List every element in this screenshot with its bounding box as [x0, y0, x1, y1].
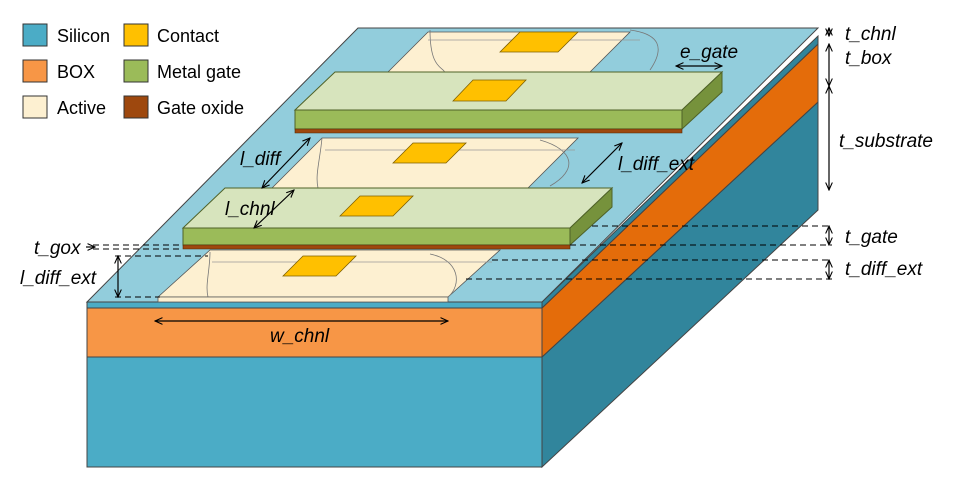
- label-e-gate: e_gate: [680, 42, 738, 63]
- label-l-diff-ext-top: l_diff_ext: [618, 154, 695, 175]
- legend-swatch-box: [22, 59, 48, 83]
- label-t-box: t_box: [845, 48, 893, 69]
- legend-swatch-contact: [123, 23, 149, 47]
- label-t-substrate: t_substrate: [839, 131, 933, 152]
- legend-label-gate-oxide: Gate oxide: [157, 98, 244, 118]
- legend-label-active: Active: [57, 98, 106, 118]
- dimension-lines: [86, 28, 832, 321]
- legend-label-contact: Contact: [157, 26, 219, 46]
- label-l-diff-ext-left: l_diff_ext: [20, 268, 97, 289]
- label-t-gox: t_gox: [34, 238, 82, 259]
- legend-swatch-silicon: [22, 23, 48, 47]
- contact-pad-3: [392, 142, 467, 164]
- label-w-chnl: w_chnl: [270, 326, 330, 347]
- legend-label-metal-gate: Metal gate: [157, 62, 241, 82]
- channel-silicon-side: [541, 34, 819, 310]
- gate-oxide-front: [182, 244, 571, 250]
- legend-swatch-metal-gate: [123, 59, 149, 83]
- metal-gate-back: [293, 70, 724, 134]
- label-l-diff: l_diff: [240, 149, 282, 170]
- legend-label-silicon: Silicon: [57, 26, 110, 46]
- label-t-chnl: t_chnl: [845, 24, 896, 45]
- legend: Silicon BOX Active Contact Metal gate Ga…: [22, 23, 244, 119]
- legend-swatch-active: [22, 95, 48, 119]
- label-t-diff-ext: t_diff_ext: [845, 259, 923, 280]
- legend-label-box: BOX: [57, 62, 95, 82]
- dimension-labels: t_chnl t_box t_substrate e_gate l_diff l…: [20, 24, 933, 347]
- label-t-gate: t_gate: [845, 227, 898, 248]
- silicon-substrate-front: [86, 356, 543, 468]
- contact-pad-1: [499, 31, 579, 53]
- gate-oxide-back: [294, 128, 683, 134]
- channel-silicon-front: [86, 301, 543, 309]
- label-l-chnl: l_chnl: [225, 199, 275, 220]
- legend-swatch-gate-oxide: [123, 95, 149, 119]
- contact-pad-5: [282, 255, 357, 277]
